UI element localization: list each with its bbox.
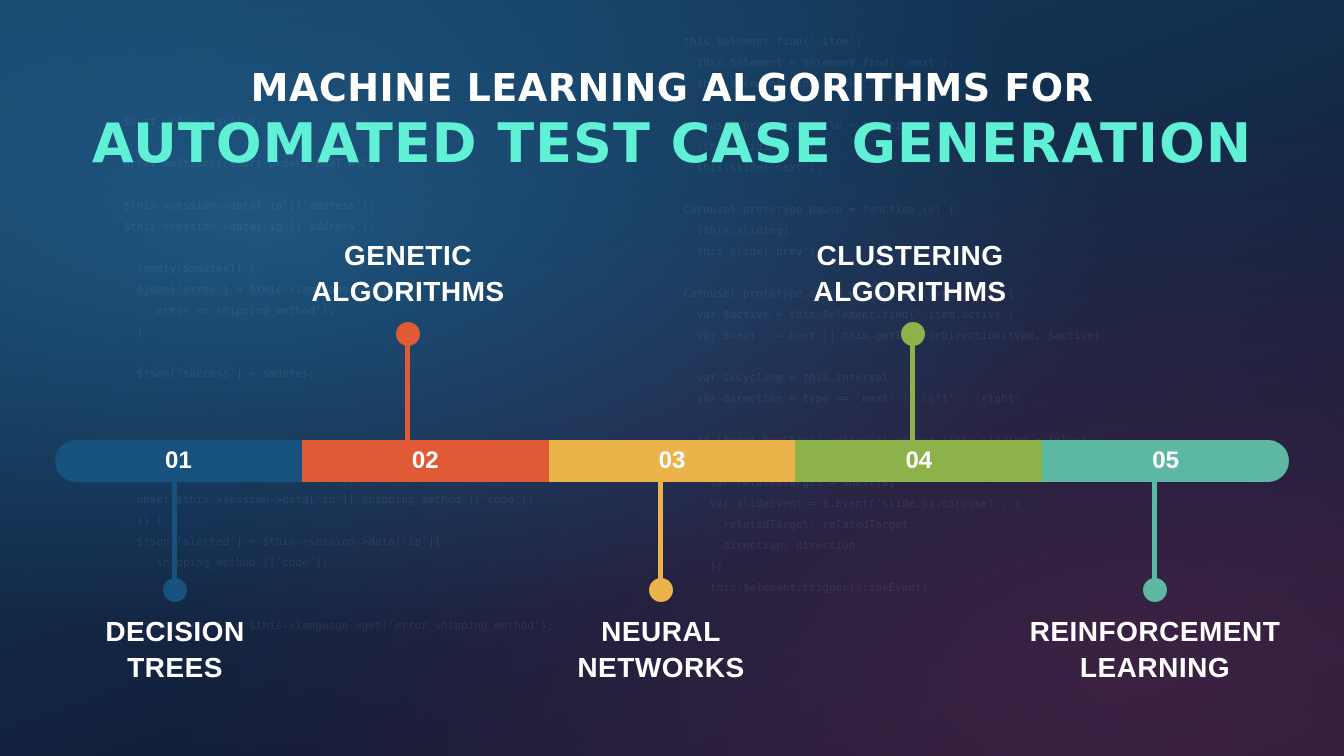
step-01-segment: 01 — [55, 440, 302, 482]
step-05-number: 05 — [1152, 447, 1179, 474]
step-03-number: 03 — [658, 447, 686, 474]
step-02-segment: 02 — [301, 440, 549, 482]
timeline-bar: 01 02 03 04 05 — [55, 440, 1289, 482]
step-05-connector — [1152, 480, 1157, 584]
step-01-number: 01 — [165, 447, 192, 474]
step-04-connector — [910, 340, 915, 442]
step-03-segment: 03 — [548, 440, 796, 482]
title-line-2: AUTOMATED TEST CASE GENERATION — [91, 112, 1253, 175]
step-02-number: 02 — [411, 447, 439, 474]
step-04-segment: 04 — [795, 440, 1043, 482]
step-01-marker-dot — [163, 578, 187, 602]
step-05-marker-dot — [1143, 578, 1167, 602]
step-05-segment: 05 — [1042, 440, 1289, 482]
step-04-number: 04 — [905, 447, 933, 474]
step-03-marker-dot — [649, 578, 673, 602]
title-line-1: MACHINE LEARNING ALGORITHMS FOR — [250, 66, 1094, 110]
step-03-connector — [658, 480, 663, 584]
step-02-connector — [405, 340, 410, 442]
step-01-connector — [172, 480, 177, 584]
